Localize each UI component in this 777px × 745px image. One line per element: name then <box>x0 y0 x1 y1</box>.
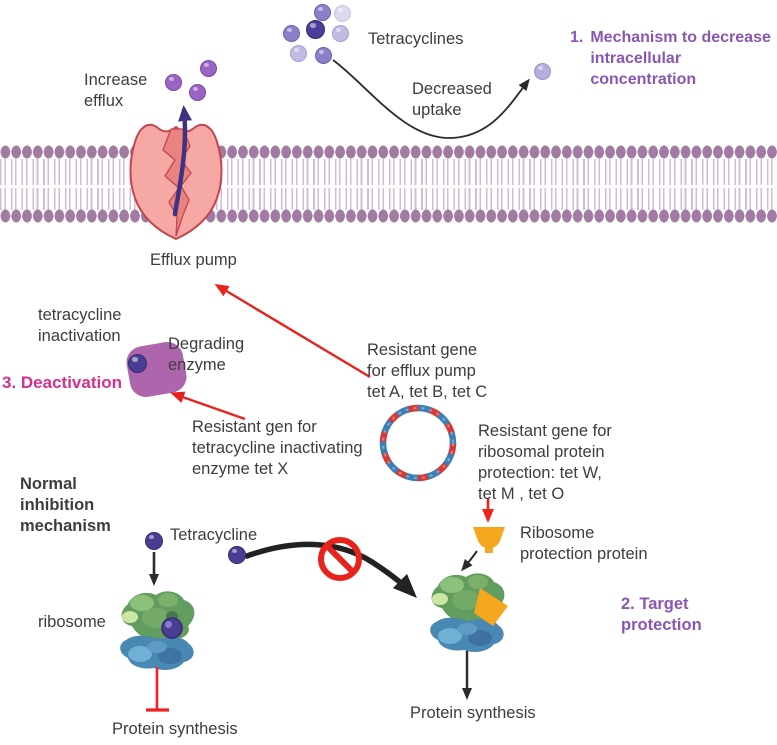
uptake-tetracycline-dot-icon <box>534 63 551 80</box>
decreased-uptake-label: Decreased uptake <box>412 80 492 119</box>
membrane-bottom-tails-icon <box>0 188 777 210</box>
resistant-gene-tetx-label: Resistant gen for tetracycline inactivat… <box>192 418 363 478</box>
tetracycline-dot-icon <box>283 25 300 42</box>
tetracycline-label: Tetracycline <box>170 526 258 544</box>
heading-target-protection-2: 2. Target protection <box>621 595 702 635</box>
protein-synthesis-left-label: Protein synthesis <box>112 720 238 738</box>
heading-deactivation-3: 3. Deactivation <box>2 373 122 392</box>
membrane-bottom-heads-icon <box>0 209 777 223</box>
tetracycline-in-enzyme-dot-icon <box>128 354 147 373</box>
protected-ribosome-icon <box>430 573 508 652</box>
tetracycline-dot-icon <box>315 47 332 64</box>
plasmid-icon <box>379 404 457 482</box>
membrane-top-tails-icon <box>0 159 777 185</box>
effluxed-tetracycline-dot-icon <box>200 60 217 77</box>
tetracycline-dot-icon <box>290 45 307 62</box>
bound-protection-protein-icon <box>474 588 508 626</box>
tetracycline-inactivation-label: tetracycline inactivation <box>38 306 122 345</box>
effluxed-tetracycline-dot-icon <box>165 74 182 91</box>
degrading-enzyme-label: Degrading enzyme <box>168 335 245 374</box>
ribosome-protection-label: Ribosome protection protein <box>520 524 648 563</box>
membrane-top-heads-icon <box>0 145 777 159</box>
increase-efflux-label: Increase efflux <box>84 71 148 110</box>
ribosome-icon <box>120 591 195 670</box>
efflux-pump-label: Efflux pump <box>150 251 237 269</box>
tetracycline-dot-icon <box>332 25 349 42</box>
heading-mechanism-1: 1. Mechanism to decrease intracellular c… <box>570 28 777 90</box>
efflux-arrow-icon <box>172 105 193 217</box>
ribosome-label: ribosome <box>38 613 106 631</box>
normal-inhibition-label: Normal inhibition mechanism <box>20 475 111 535</box>
heading-1-number: 1. <box>570 29 584 46</box>
tetracycline-dot-icon <box>145 532 163 550</box>
prohibition-icon <box>318 537 362 581</box>
red-arrow-to-enzyme-icon <box>170 391 246 421</box>
resistant-gene-ribosomal-label: Resistant gene for ribosomal protein pro… <box>478 422 612 503</box>
tetracycline-dot-icon <box>306 20 325 39</box>
blocked-binding-arrow-icon <box>244 541 417 598</box>
effluxed-tetracycline-dot-icon <box>189 84 206 101</box>
bound-tetracycline-dot-icon <box>161 617 183 639</box>
tetracycline-dot-icon <box>228 546 246 564</box>
heading-1-text: Mechanism to decrease intracellular conc… <box>590 29 771 88</box>
tetracycline-dot-icon <box>334 5 351 22</box>
resistant-gene-efflux-label: Resistant gene for efflux pump tet A, te… <box>367 341 488 401</box>
tetracyclines-label: Tetracyclines <box>368 30 464 48</box>
efflux-pump-icon <box>129 105 223 241</box>
protein-synthesis-right-label: Protein synthesis <box>410 704 536 722</box>
tetracycline-dot-icon <box>314 4 331 21</box>
protection-protein-icon <box>473 527 505 553</box>
